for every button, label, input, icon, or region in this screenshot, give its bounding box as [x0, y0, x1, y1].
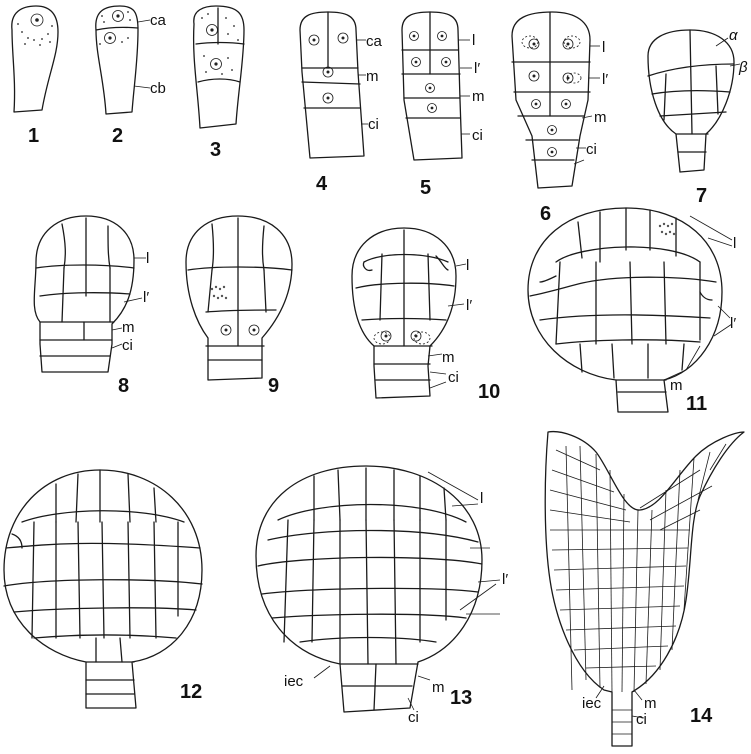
figure-13-label-ci: ci — [408, 709, 419, 726]
figure-2: ca cb 2 — [96, 6, 167, 147]
figure-6-number: 6 — [540, 203, 551, 225]
figure-11-label-l: l — [733, 235, 736, 252]
figure-2-number: 2 — [112, 125, 123, 147]
figure-14: iec m ci 14 — [545, 432, 744, 746]
figure-4-label-ci: ci — [368, 116, 379, 133]
figure-10-number: 10 — [478, 381, 500, 403]
figure-5-label-m: m — [472, 88, 485, 105]
figure-5-number: 5 — [420, 177, 431, 199]
figure-6-label-l-prime: l′ — [602, 71, 608, 88]
figure-13-label-l-prime: l′ — [502, 571, 508, 588]
figure-8-number: 8 — [118, 375, 129, 397]
figure-8-label-ci: ci — [122, 337, 133, 354]
figure-9: 9 — [186, 216, 292, 397]
figure-10-label-l-prime: l′ — [466, 297, 472, 314]
figure-1-number: 1 — [28, 125, 39, 147]
figure-4: ca m ci 4 — [300, 12, 383, 195]
figure-6-label-m: m — [594, 109, 607, 126]
figure-4-number: 4 — [316, 173, 328, 195]
figure-11: l l′ m 11 — [528, 208, 736, 415]
figure-5-label-l-prime: l′ — [474, 60, 480, 77]
figure-12-number: 12 — [180, 681, 202, 703]
figure-2-label-cb: cb — [150, 80, 166, 97]
figure-13-number: 13 — [450, 687, 472, 709]
figure-8-label-l-prime: l′ — [143, 289, 149, 306]
figure-6-label-l: l — [602, 39, 605, 56]
figure-13-label-iec: iec — [284, 673, 304, 690]
figure-14-label-iec: iec — [582, 695, 602, 712]
figure-13-label-m: m — [432, 679, 445, 696]
figure-3: 3 — [194, 6, 244, 161]
figure-2-label-ca: ca — [150, 12, 167, 29]
figure-8-label-m: m — [122, 319, 135, 336]
figure-11-number: 11 — [686, 393, 707, 415]
figure-12: 12 — [4, 470, 202, 708]
figure-7: α β 7 — [648, 27, 748, 207]
figure-14-number: 14 — [690, 705, 713, 727]
figure-9-number: 9 — [268, 375, 279, 397]
figure-7-label-alpha: α — [729, 27, 738, 44]
figure-5-label-l: l — [472, 32, 475, 49]
figure-6-label-ci: ci — [586, 141, 597, 158]
figure-3-number: 3 — [210, 139, 221, 161]
figure-14-label-ci: ci — [636, 711, 647, 728]
figure-14-label-m: m — [644, 695, 657, 712]
figure-10-label-l: l — [466, 257, 469, 274]
figure-4-label-m: m — [366, 68, 379, 85]
figure-8-label-l: l — [146, 250, 149, 267]
figure-8: l l′ m ci 8 — [34, 216, 149, 397]
figure-5: l l′ m ci 5 — [402, 12, 485, 199]
figure-7-label-beta: β — [738, 59, 748, 76]
figure-11-label-l-prime: l′ — [730, 315, 736, 332]
figure-10: l l′ m ci 10 — [352, 228, 500, 403]
figure-5-label-ci: ci — [472, 127, 483, 144]
figure-4-label-ca: ca — [366, 33, 383, 50]
figure-7-number: 7 — [696, 185, 707, 207]
figure-6: l l′ m ci 6 — [512, 12, 608, 225]
figure-1: 1 — [12, 6, 58, 147]
figure-11-label-m: m — [670, 377, 683, 394]
figure-13: l l′ iec m ci 13 — [256, 466, 508, 726]
figure-13-label-l: l — [480, 490, 483, 507]
figure-10-label-m: m — [442, 349, 455, 366]
figure-10-label-ci: ci — [448, 369, 459, 386]
